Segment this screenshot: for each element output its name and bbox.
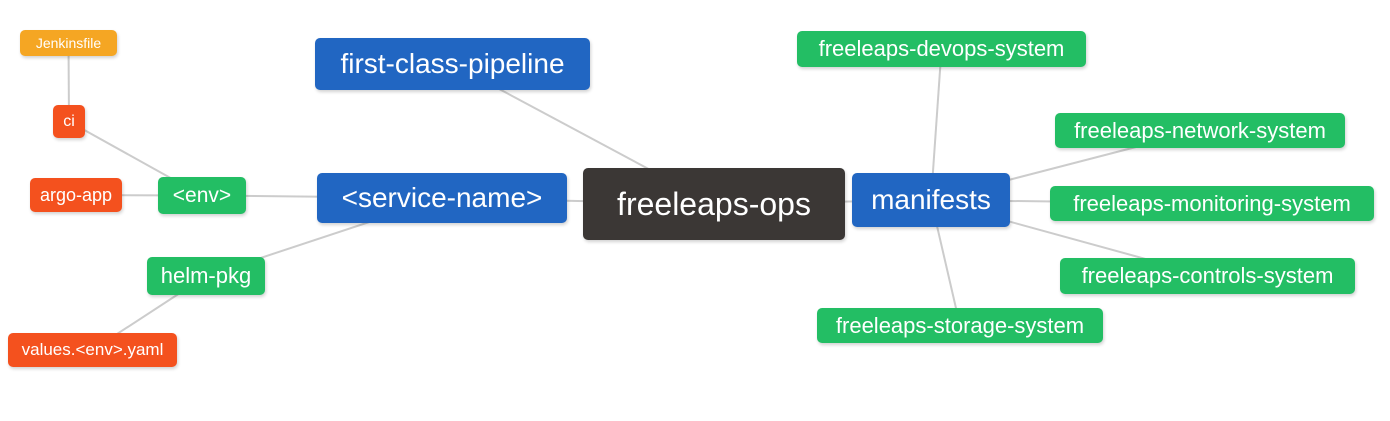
node-ci[interactable]: ci (53, 105, 85, 138)
node-argo-app[interactable]: argo-app (30, 178, 122, 212)
node-freeleaps-controls-system[interactable]: freeleaps-controls-system (1060, 258, 1355, 294)
node-jenkinsfile[interactable]: Jenkinsfile (20, 30, 117, 56)
node-helm-pkg[interactable]: helm-pkg (147, 257, 265, 295)
node-manifests[interactable]: manifests (852, 173, 1010, 227)
node-first-class-pipeline[interactable]: first-class-pipeline (315, 38, 590, 90)
node-env[interactable]: <env> (158, 177, 246, 214)
node-freeleaps-ops-root[interactable]: freeleaps-ops (583, 168, 845, 240)
node-freeleaps-network-system[interactable]: freeleaps-network-system (1055, 113, 1345, 148)
node-freeleaps-storage-system[interactable]: freeleaps-storage-system (817, 308, 1103, 343)
node-freeleaps-devops-system[interactable]: freeleaps-devops-system (797, 31, 1086, 67)
node-values-env-yaml[interactable]: values.<env>.yaml (8, 333, 177, 367)
node-service-name[interactable]: <service-name> (317, 173, 567, 223)
node-freeleaps-monitoring-system[interactable]: freeleaps-monitoring-system (1050, 186, 1374, 221)
